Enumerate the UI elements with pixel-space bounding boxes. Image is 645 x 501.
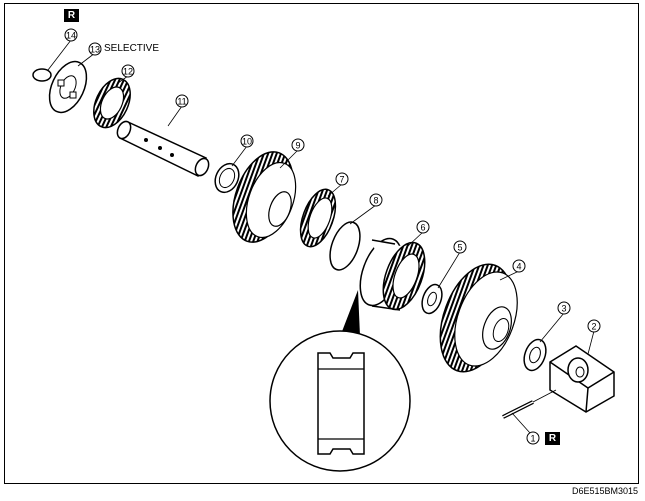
svg-text:14: 14 — [66, 31, 76, 41]
svg-text:5: 5 — [457, 243, 462, 253]
callout-8: 8 — [369, 193, 383, 207]
svg-text:3: 3 — [561, 304, 566, 314]
part-5-thrust-washer — [421, 283, 443, 315]
svg-text:4: 4 — [516, 262, 521, 272]
callout-7: 7 — [335, 172, 349, 186]
part-7-synchronizer-ring — [299, 188, 337, 248]
figure-code: D6E515BM3015 — [572, 486, 639, 496]
reuse-marker-badge: R — [64, 9, 79, 22]
part-6-clutch-hub-sleeve — [359, 237, 426, 311]
callout-12: 12 — [121, 64, 135, 78]
diagram-frame — [4, 3, 639, 484]
callout-11: 11 — [175, 94, 189, 108]
callout-13: 13 — [88, 42, 102, 56]
callout-labels: 14 13 12 11 10 9 7 8 6 5 4 3 2 1 — [64, 28, 601, 445]
part-12-needle-bearing — [93, 77, 131, 129]
part-13-thrust-plate — [48, 60, 88, 114]
svg-text:12: 12 — [123, 67, 133, 77]
svg-text:2: 2 — [591, 322, 596, 332]
callout-6: 6 — [416, 220, 430, 234]
part-3-thrust-washer — [523, 338, 547, 372]
callout-4: 4 — [512, 259, 526, 273]
svg-text:7: 7 — [339, 175, 344, 185]
part-8-spring-ring — [329, 221, 361, 271]
svg-text:10: 10 — [242, 137, 252, 147]
reuse-marker-badge-pin: R — [545, 432, 560, 445]
detail-magnifier — [269, 290, 411, 472]
callout-14: 14 — [64, 28, 78, 42]
callout-2: 2 — [587, 319, 601, 333]
callout-3: 3 — [557, 301, 571, 315]
part-14-snap-ring — [32, 68, 52, 82]
svg-text:6: 6 — [420, 223, 425, 233]
part-11-shaft — [116, 120, 210, 178]
svg-text:9: 9 — [295, 141, 300, 151]
part-2-stopper — [549, 345, 615, 413]
leader-lines — [47, 39, 595, 434]
callout-9: 9 — [291, 138, 305, 152]
svg-text:11: 11 — [177, 97, 186, 107]
part-4-gear — [439, 263, 518, 373]
svg-text:1: 1 — [530, 434, 535, 444]
part-9-gear — [232, 151, 297, 243]
callout-5: 5 — [453, 240, 467, 254]
callout-1: 1 — [526, 431, 540, 445]
svg-text:8: 8 — [373, 196, 378, 206]
selective-note: SELECTIVE — [104, 43, 160, 54]
callout-10: 10 — [240, 134, 254, 148]
svg-text:13: 13 — [90, 45, 100, 55]
part-1-roll-pin — [502, 389, 557, 419]
